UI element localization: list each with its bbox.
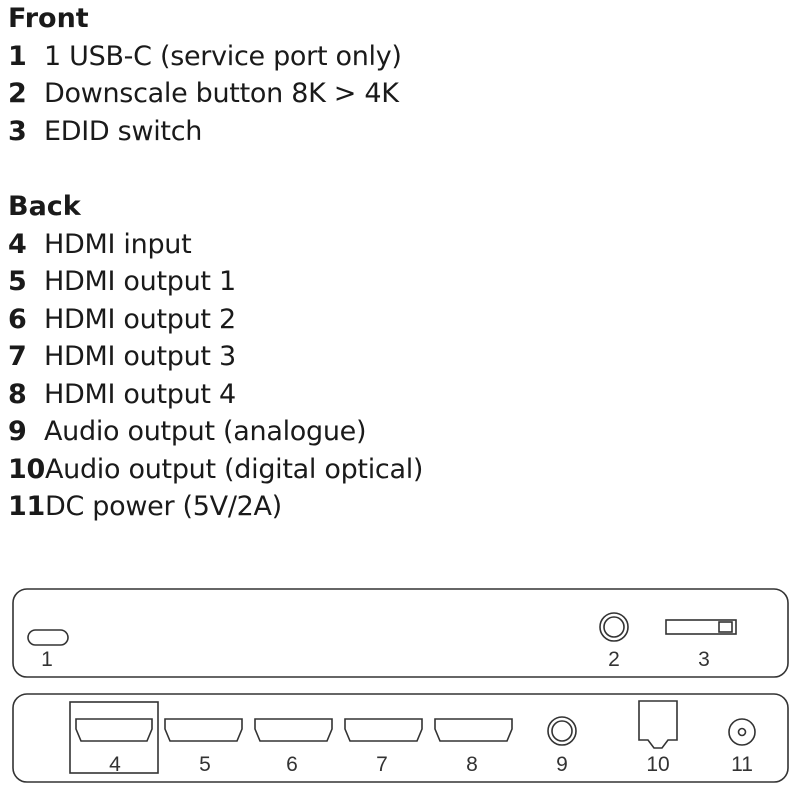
hdmi-input-highlight: [69, 701, 159, 774]
list-item: 1 1 USB-C (service port only): [8, 38, 402, 76]
back-label: 5: [199, 753, 211, 776]
front-label: 1: [41, 648, 53, 671]
list-item: 5 HDMI output 1: [8, 263, 423, 301]
item-number: 10: [8, 453, 45, 485]
item-label: HDMI output 2: [44, 303, 236, 335]
list-item: 11DC power (5V/2A): [8, 488, 423, 526]
item-label: DC power (5V/2A): [44, 491, 282, 522]
downscale-button-icon: [599, 612, 629, 642]
item-number: 2: [8, 78, 27, 109]
list-item: 2 Downscale button 8K > 4K: [8, 75, 402, 113]
item-label: Audio output (digital optical): [44, 453, 424, 485]
list-item: 8 HDMI output 4: [8, 376, 423, 414]
hdmi-port-icon: [254, 718, 333, 742]
back-label: 11: [731, 753, 753, 776]
front-panel: 1 2 3: [12, 588, 789, 678]
back-label: 10: [646, 753, 669, 776]
back-heading: Back: [8, 191, 81, 222]
item-label: HDMI input: [44, 228, 192, 260]
item-number: 3: [8, 115, 27, 147]
list-item: 4 HDMI input: [8, 226, 423, 264]
dc-power-icon: [728, 718, 756, 746]
front-heading: Front: [8, 3, 89, 34]
hdmi-port-icon: [164, 718, 243, 742]
list-item: 7 HDMI output 3: [8, 338, 423, 376]
usb-c-port-icon: [27, 629, 69, 646]
item-label: Downscale button 8K > 4K: [44, 78, 399, 109]
back-label: 4: [109, 753, 121, 776]
front-label: 3: [698, 648, 710, 671]
item-number: 11: [8, 491, 45, 522]
list-item: 9 Audio output (analogue): [8, 413, 423, 451]
hdmi-port-icon: [434, 718, 513, 742]
item-label: HDMI output 1: [44, 266, 236, 297]
item-label: HDMI output 3: [44, 341, 236, 372]
item-number: 8: [8, 378, 27, 410]
item-label: Audio output (analogue): [44, 416, 367, 447]
item-label: EDID switch: [44, 115, 203, 147]
edid-switch-icon: [665, 619, 737, 635]
item-label: 1 USB-C (service port only): [44, 40, 402, 72]
list-item: 10Audio output (digital optical): [8, 451, 423, 489]
hdmi-port-icon: [75, 718, 153, 742]
audio-jack-icon: [547, 716, 577, 746]
item-number: 1: [8, 40, 27, 72]
back-label: 6: [286, 753, 298, 776]
hdmi-port-icon: [344, 718, 423, 742]
front-section: Front 1 1 USB-C (service port only) 2 Down…: [8, 0, 402, 150]
optical-port-icon: [638, 700, 678, 749]
front-label: 2: [608, 648, 620, 671]
item-number: 7: [8, 341, 27, 372]
back-label: 7: [376, 753, 388, 776]
item-number: 4: [8, 228, 27, 260]
back-panel: 4 5 6 7 8 9 10 11: [12, 693, 789, 783]
item-number: 5: [8, 266, 27, 297]
item-number: 9: [8, 416, 27, 447]
list-item: 3 EDID switch: [8, 113, 402, 151]
back-label: 8: [466, 753, 478, 776]
list-item: 6 HDMI output 2: [8, 301, 423, 339]
item-number: 6: [8, 303, 27, 335]
item-label: HDMI output 4: [44, 378, 236, 410]
back-label: 9: [556, 753, 568, 776]
